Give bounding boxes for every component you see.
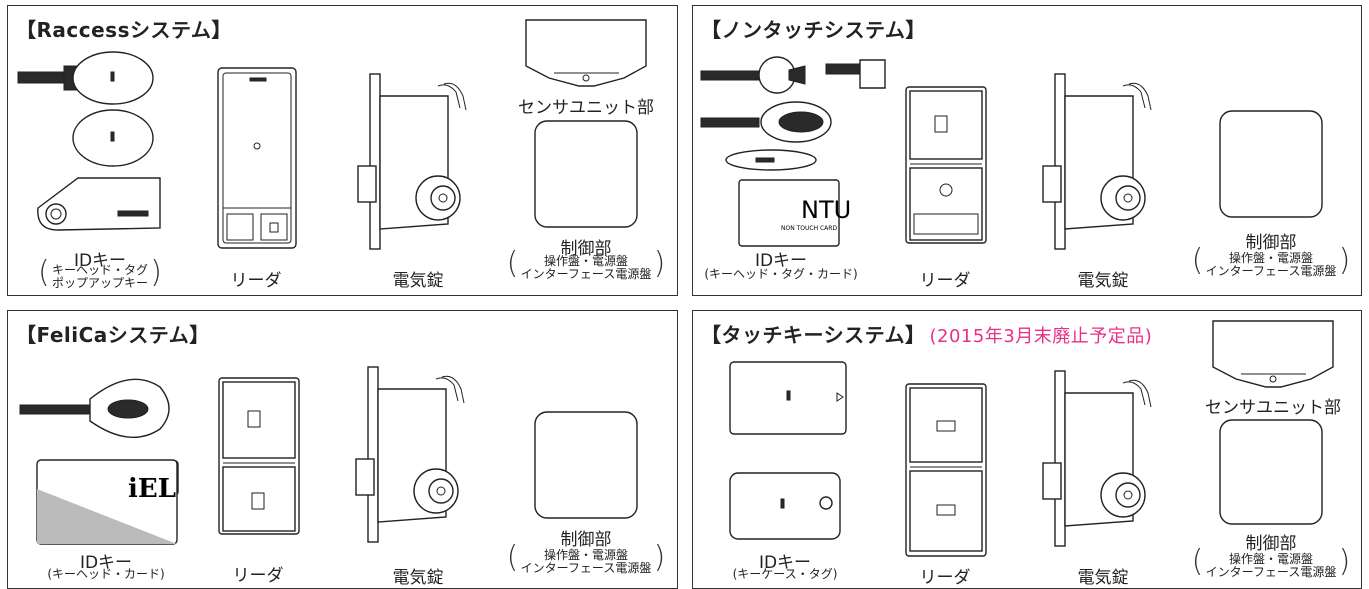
panel-touchkey-system: 【タッチキーシステム】(2015年3月末廃止予定品) IDキー (キーケース・タ…: [692, 310, 1362, 589]
control-label: 制御部: [560, 530, 612, 550]
iel-logo: iEL: [128, 474, 176, 504]
panel-title: 【FeliCaシステム】: [16, 323, 210, 347]
panel-felica-system: 【FeliCaシステム】 iEL IDキー (キーヘッド・カード) リーダ 電気…: [7, 310, 678, 589]
reader-illustration: [905, 86, 987, 244]
reader-label: リーダ: [919, 271, 971, 291]
lock-label: 電気錠: [1077, 568, 1129, 588]
ic-card-illustration: iEL: [36, 459, 178, 545]
panel-nontouch-system: 【ノンタッチシステム】 NON TOUCH CARD NTU IDキー (キーヘ…: [692, 5, 1362, 296]
idkey-sublabel: (キーヘッド・カード): [47, 567, 165, 581]
electric-lock-illustration: [1042, 370, 1152, 547]
key-case-illustration: [729, 361, 847, 540]
electric-lock-illustration: [357, 73, 467, 250]
ntu-logo: NTU: [801, 196, 851, 224]
panel-title-text: 【タッチキーシステム】: [701, 323, 926, 347]
control-label: 制御部: [560, 239, 612, 259]
lock-label: 電気錠: [392, 568, 444, 588]
reader-illustration: [217, 67, 297, 249]
key-tag-illustration: NON TOUCH CARD NTU: [700, 56, 886, 247]
sensor-label: センサユニット部: [518, 98, 654, 118]
reader-label: リーダ: [230, 271, 282, 291]
card-text: NON TOUCH CARD: [781, 225, 837, 232]
reader-illustration: [905, 383, 987, 557]
control-unit-illustration: [534, 411, 638, 519]
control-unit-illustration: [1219, 419, 1323, 525]
panel-title: 【タッチキーシステム】(2015年3月末廃止予定品): [701, 319, 1152, 348]
idkey-label: IDキー: [754, 251, 808, 271]
sensor-unit-illustration: [1212, 320, 1334, 388]
control-label: 制御部: [1245, 233, 1297, 253]
electric-lock-illustration: [355, 366, 465, 543]
control-label: 制御部: [1245, 534, 1297, 554]
idkey-label: IDキー: [758, 553, 812, 573]
idkey-sublabel: (キーケース・タグ): [732, 567, 838, 581]
control-unit-illustration: [534, 120, 638, 228]
control-unit-illustration: [1219, 110, 1323, 218]
panel-title: 【Raccessシステム】: [16, 18, 232, 42]
idkey-label: IDキー: [79, 553, 133, 573]
lock-label: 電気錠: [1077, 271, 1129, 291]
sensor-unit-illustration: [525, 19, 647, 87]
lock-label: 電気錠: [392, 271, 444, 291]
reader-label: リーダ: [232, 566, 284, 586]
idkey-sublabel: (キーヘッド・タグ・カード): [704, 267, 858, 281]
reader-label: リーダ: [919, 568, 971, 588]
reader-illustration: [218, 377, 300, 535]
sensor-label: センサユニット部: [1205, 398, 1341, 418]
discontinued-note: (2015年3月末廃止予定品): [929, 326, 1153, 347]
electric-lock-illustration: [1042, 73, 1152, 250]
key-head-illustration: [17, 51, 161, 231]
panel-title: 【ノンタッチシステム】: [701, 18, 926, 42]
